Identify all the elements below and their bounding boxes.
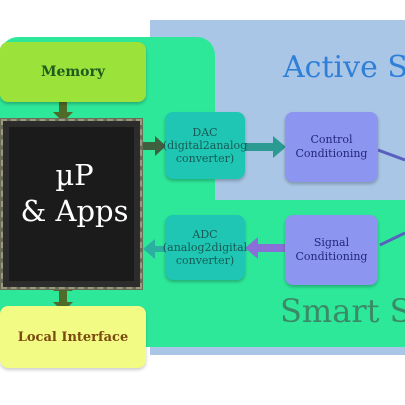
adc-processor-arrow xyxy=(143,239,165,259)
signal-input-line xyxy=(379,231,405,247)
local-interface-block: Local Interface xyxy=(0,306,146,368)
adc-line3: converter) xyxy=(175,254,235,267)
dac-line1: DAC xyxy=(192,126,218,139)
local-interface-label: Local Interface xyxy=(17,329,129,345)
signal-line2: Conditioning xyxy=(295,250,368,263)
active-sensor-title: Active Se xyxy=(283,50,405,85)
signal-conditioning-block: Signal Conditioning xyxy=(285,215,378,285)
dac-line3: converter) xyxy=(175,152,235,165)
memory-label: Memory xyxy=(40,64,106,80)
signal-adc-arrow xyxy=(245,237,285,259)
dac-line2: (digital2analog xyxy=(162,139,248,152)
dac-control-arrow xyxy=(245,136,286,158)
control-output-line xyxy=(377,148,405,162)
processor-label-line2: & Apps xyxy=(20,194,129,228)
control-line2: Conditioning xyxy=(295,147,368,160)
processor-chip: µP & Apps xyxy=(0,118,143,290)
memory-block: Memory xyxy=(0,42,146,102)
adc-line1: ADC xyxy=(192,228,218,241)
processor-dac-arrow xyxy=(143,136,166,156)
adc-block: ADC (analog2digital converter) xyxy=(162,215,248,280)
dac-block: DAC (digital2analog converter) xyxy=(162,112,248,179)
control-conditioning-block: Control Conditioning xyxy=(285,112,378,182)
adc-line2: (analog2digital xyxy=(162,241,248,254)
smart-sensor-title: Smart Se xyxy=(280,292,405,330)
control-line1: Control xyxy=(310,133,353,146)
processor-label: µP & Apps xyxy=(3,157,146,229)
processor-label-line1: µP xyxy=(55,158,94,192)
processor-local-arrow xyxy=(53,283,73,312)
signal-line1: Signal xyxy=(313,236,350,249)
